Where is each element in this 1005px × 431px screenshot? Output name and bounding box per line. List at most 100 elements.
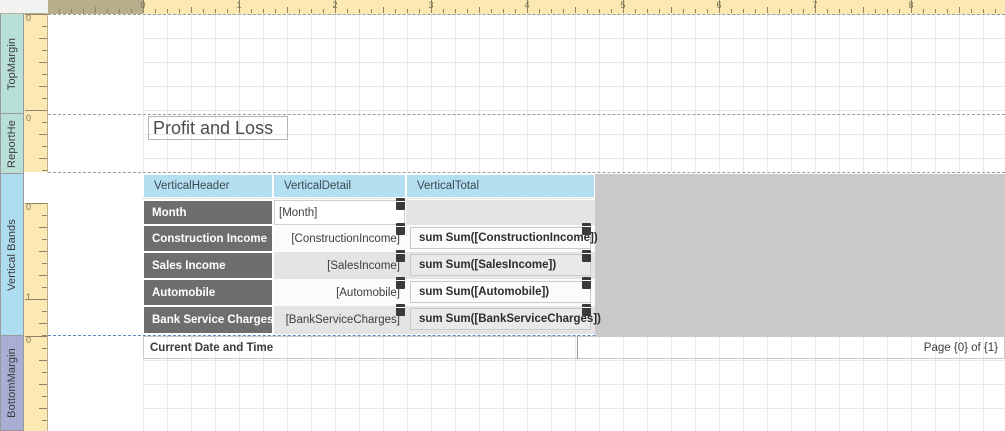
horizontal-ruler-tick [455, 9, 456, 13]
horizontal-ruler-tick [335, 0, 336, 13]
vertical-ruler-top[interactable]: 0 0 [24, 14, 48, 172]
horizontal-ruler-tick [227, 9, 228, 13]
horizontal-ruler-tick [491, 9, 492, 13]
detail-cell-constructionincome[interactable]: [ConstructionIncome] [274, 227, 405, 251]
horizontal-ruler-tick [251, 9, 252, 13]
detail-cell-bankservicecharges[interactable]: [BankServiceCharges] [274, 308, 405, 332]
column-header-verticaltotal[interactable]: VerticalTotal [406, 174, 595, 198]
report-title-text: Profit and Loss [153, 117, 274, 138]
vertical-ruler-tick [42, 50, 47, 51]
horizontal-ruler-tick [323, 9, 324, 13]
horizontal-ruler-tick [731, 9, 732, 13]
horizontal-ruler-tick [371, 9, 372, 13]
row-header-month[interactable]: Month [143, 200, 273, 225]
row-header-bankservicecharges-text: Bank Service Charges [152, 314, 274, 326]
vertical-ruler-tick [39, 408, 47, 409]
horizontal-ruler-tick [467, 9, 468, 13]
band-separator-bottommargin[interactable] [48, 335, 1005, 336]
vertical-ruler-tick [39, 227, 47, 228]
horizontal-ruler-label: 5 [620, 0, 626, 10]
band-label-topmargin-text: TopMargin [6, 37, 19, 90]
vertical-ruler-tick [39, 384, 47, 385]
horizontal-ruler-tick [431, 0, 432, 13]
horizontal-ruler-tick [995, 9, 996, 13]
design-grid-bottom[interactable] [143, 336, 1005, 431]
band-label-verticalbands[interactable]: Vertical Bands [0, 174, 24, 336]
vertical-ruler-bottom[interactable]: 0 [24, 336, 48, 431]
row-header-salesincome-text: Sales Income [152, 259, 226, 272]
vertical-ruler-tick [39, 38, 47, 39]
horizontal-ruler-tick [587, 9, 588, 13]
horizontal-ruler-tick [623, 0, 624, 13]
horizontal-ruler-tick [419, 9, 420, 13]
row-header-month-text: Month [152, 206, 187, 219]
horizontal-ruler-tick [935, 9, 936, 13]
row-header-automobile-text: Automobile [152, 286, 216, 299]
horizontal-ruler-tick [839, 9, 840, 13]
detail-cell-salesincome[interactable]: [SalesIncome] [274, 254, 405, 278]
horizontal-ruler-tick [803, 9, 804, 13]
horizontal-ruler-tick [503, 9, 504, 13]
horizontal-ruler-tick [131, 9, 132, 13]
band-label-reportheader[interactable]: ReportHe [0, 114, 24, 174]
footer-page-number-label[interactable]: Page {0} of {1} [878, 336, 998, 359]
vertical-ruler-tick [42, 122, 47, 123]
vertical-ruler-tick [42, 420, 47, 421]
vertical-ruler-tick [42, 372, 47, 373]
band-separator-verticalbands[interactable] [48, 172, 1005, 173]
horizontal-ruler-tick [527, 0, 528, 13]
row-header-salesincome[interactable]: Sales Income [143, 252, 273, 279]
detail-cell-constructionincome-text: [ConstructionIncome] [291, 233, 400, 245]
column-header-verticalheader-text: VerticalHeader [154, 180, 230, 192]
horizontal-ruler-tick [155, 9, 156, 13]
footer-current-date-time-label[interactable]: Current Date and Time [150, 336, 273, 359]
total-cell-bankservicecharges[interactable]: sum Sum([BankServiceCharges]) [410, 308, 601, 330]
horizontal-ruler-tick [71, 9, 72, 13]
report-title-label[interactable]: Profit and Loss [148, 116, 288, 140]
band-separator-reportheader[interactable] [48, 114, 1005, 115]
detail-cell-automobile[interactable]: [Automobile] [274, 281, 405, 305]
vertical-ruler-top-label-1: 0 [26, 113, 32, 123]
horizontal-ruler-tick [119, 9, 120, 13]
horizontal-ruler-tick [815, 0, 816, 13]
horizontal-ruler-tick [923, 9, 924, 13]
band-label-bottommargin-text: BottomMargin [6, 348, 19, 418]
horizontal-ruler-tick [911, 0, 912, 13]
total-cell-constructionincome-prefix: sum [419, 232, 443, 244]
row-header-constructionincome[interactable]: Construction Income [143, 225, 273, 252]
design-surface[interactable]: Profit and Loss VerticalHeader VerticalD… [48, 14, 1005, 431]
horizontal-ruler-tick [971, 9, 972, 13]
total-cell-constructionincome[interactable]: sum Sum([ConstructionIncome]) [410, 227, 598, 249]
horizontal-ruler-tick [875, 9, 876, 13]
band-separator-topmargin-start[interactable] [48, 14, 1005, 15]
row-header-automobile[interactable]: Automobile [143, 279, 273, 306]
horizontal-ruler-tick [599, 9, 600, 13]
horizontal-ruler-tick [287, 7, 288, 13]
horizontal-ruler-label: 8 [908, 0, 914, 10]
horizontal-ruler-tick [863, 7, 864, 13]
horizontal-ruler-label: 0 [140, 0, 146, 10]
vertical-ruler-bands[interactable]: 0 1 [24, 203, 48, 336]
horizontal-ruler-tick [647, 9, 648, 13]
horizontal-ruler-tick [359, 9, 360, 13]
horizontal-ruler-tick [275, 9, 276, 13]
horizontal-ruler-tick [443, 9, 444, 13]
band-label-bottommargin[interactable]: BottomMargin [0, 336, 24, 431]
detail-cell-month[interactable]: [Month] [274, 200, 405, 225]
horizontal-ruler-label: 1 [236, 0, 242, 10]
vertical-ruler-tick [25, 336, 47, 337]
horizontal-ruler-tick [851, 9, 852, 13]
vertical-ruler-tick [42, 311, 47, 312]
total-cell-salesincome[interactable]: sum Sum([SalesIncome]) [410, 254, 591, 276]
column-header-verticaldetail[interactable]: VerticalDetail [273, 174, 406, 198]
horizontal-ruler-tick [719, 0, 720, 13]
design-grid-top[interactable] [143, 14, 1005, 172]
horizontal-ruler-tick [347, 9, 348, 13]
column-header-verticalheader[interactable]: VerticalHeader [143, 174, 273, 198]
total-cell-automobile[interactable]: sum Sum([Automobile]) [410, 281, 591, 303]
band-label-topmargin[interactable]: TopMargin [0, 14, 24, 114]
row-header-bankservicecharges[interactable]: Bank Service Charges [143, 306, 273, 334]
horizontal-ruler-tick [959, 7, 960, 13]
horizontal-ruler-tick [575, 7, 576, 13]
